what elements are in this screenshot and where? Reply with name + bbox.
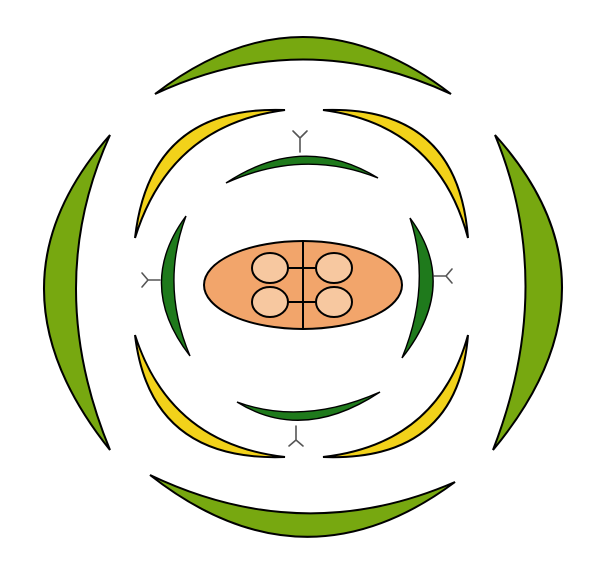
outer-crescent-right [492,134,563,451]
second-crescent-top-left [134,108,286,239]
locule-top-right [315,252,353,284]
second-crescent-bottom-right [322,334,469,459]
second-crescent-bottom-left [134,334,286,459]
tick-left-icon [141,272,161,288]
whorl-ticks [141,130,453,447]
inner-crescent-left [160,215,191,357]
outer-crescent-top [154,36,452,95]
tick-top-icon [292,130,308,153]
inner-crescent-bottom [236,391,381,421]
outer-whorl [43,36,563,538]
locule-bottom-left [251,286,289,318]
inner-crescent-top [225,155,379,184]
second-whorl [134,108,469,459]
inner-crescent-right [401,217,434,359]
inner-whorl [160,155,434,421]
second-crescent-top-right [322,108,469,239]
ovary [203,240,403,330]
locule-bottom-right [315,286,353,318]
locule-top-left [251,252,289,284]
outer-crescent-bottom [149,474,456,538]
tick-bottom-icon [288,425,304,447]
outer-crescent-left [43,134,111,451]
tick-right-icon [433,268,453,284]
